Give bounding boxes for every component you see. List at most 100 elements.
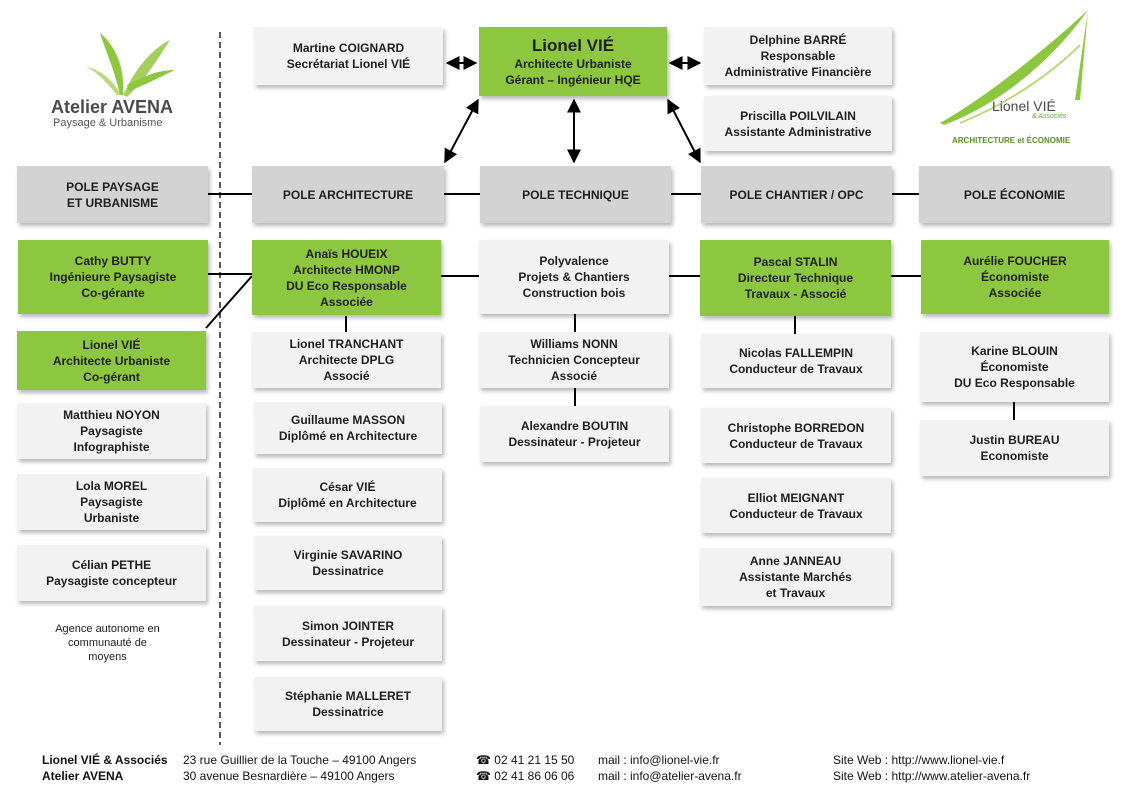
arrow-chantier: [667, 98, 701, 164]
card-name: Lola MOREL: [75, 479, 148, 493]
card-role: Paysagiste: [80, 495, 143, 509]
company-email[interactable]: mail : info@atelier-avena.fr: [598, 769, 742, 783]
card-name: Williams NONN: [530, 337, 618, 351]
card-name: Pascal STALIN: [753, 255, 838, 269]
card-name: Nicolas FALLEMPIN: [738, 346, 854, 360]
card-name: Elliot MEIGNANT: [747, 490, 845, 505]
card-role: Associée: [320, 294, 373, 309]
card-name: Guillaume MASSON: [290, 413, 406, 427]
company-address: 23 rue Guillier de la Touche – 49100 Ang…: [183, 753, 417, 767]
masson-card: Guillaume MASSON Diplômé en Architecture: [254, 402, 442, 454]
savarino-card: Virginie SAVARINO Dessinatrice: [254, 536, 442, 590]
card-role: Co-gérant: [83, 369, 140, 384]
card-name: Célian PETHE: [71, 558, 152, 572]
boutin-card: Alexandre BOUTIN Dessinateur - Projeteur: [480, 406, 669, 462]
card-name: Simon JOINTER: [301, 618, 394, 633]
note-line: Agence autonome en: [55, 623, 160, 635]
card-name: Lionel TRANCHANT: [289, 337, 404, 351]
meignant-card: Elliot MEIGNANT Conducteur de Travaux: [701, 478, 891, 533]
card-role: Économiste: [980, 360, 1049, 374]
card-role: Travaux - Associé: [744, 287, 847, 301]
noyon-card: Matthieu NOYON Paysagiste Infographiste: [17, 403, 206, 459]
bureau-card: Justin BUREAU Economiste: [920, 420, 1109, 476]
card-name: Delphine BARRÉ: [749, 33, 847, 47]
card-name: Anaïs HOUEIX: [305, 246, 388, 261]
company-name: Lionel VIÉ & Associés: [42, 753, 168, 767]
card-role: DU Eco Responsable: [286, 278, 407, 293]
card-name: Priscilla POILVILAIN: [740, 108, 856, 123]
company-name: Atelier AVENA: [42, 769, 124, 783]
card-role: Responsable: [760, 49, 836, 63]
vie-paysage-card: Lionel VIÉ Architecte Urbaniste Co-géran…: [17, 331, 206, 390]
card-role: Architecte HMONP: [293, 262, 400, 277]
card-role: Architecte Urbaniste: [52, 353, 171, 368]
pole-paysage: POLE PAYSAGE ET URBANISME: [17, 166, 208, 223]
barre-card: Delphine BARRÉ Responsable Administrativ…: [704, 27, 892, 85]
nonn-card: Williams NONN Technicien Concepteur Asso…: [479, 332, 669, 388]
company-email[interactable]: mail : info@lionel-vie.fr: [598, 753, 720, 767]
company-phone[interactable]: ☎ 02 41 86 06 06: [476, 769, 575, 783]
card-name: Justin BUREAU: [969, 433, 1060, 447]
poilvilain-card: Priscilla POILVILAIN Assistante Administ…: [704, 96, 892, 151]
company-address: 30 avenue Besnardière – 49100 Angers: [183, 769, 395, 783]
borredon-card: Christophe BORREDON Conducteur de Travau…: [701, 408, 891, 463]
card-role: Paysagiste concepteur: [46, 574, 177, 588]
card-role: Economiste: [980, 449, 1049, 463]
lionel-vie-logo: Lionel VIÉ & Associés ARCHITECTURE et ÉC…: [930, 5, 1110, 150]
wheat-leaf-icon: [85, 33, 175, 97]
company-phone[interactable]: ☎ 02 41 21 15 50: [476, 753, 575, 767]
card-role: Dessinatrice: [312, 705, 384, 719]
tranchant-card: Lionel TRANCHANT Architecte DPLG Associé: [252, 332, 441, 388]
card-role: Urbaniste: [83, 511, 140, 525]
card-role: Conducteur de Travaux: [729, 506, 863, 521]
blouin-card: Karine BLOUIN Économiste DU Eco Responsa…: [920, 332, 1109, 402]
pole-label: ET URBANISME: [66, 195, 159, 210]
card-role: Gérant – Ingénieur HQE: [505, 72, 641, 87]
card-role: Diplômé en Architecture: [278, 496, 417, 510]
atelier-avena-logo: Atelier AVENA Paysage & Urbanisme: [45, 25, 195, 129]
malleret-card: Stéphanie MALLERET Dessinatrice: [254, 677, 442, 731]
card-role: Assistante Administrative: [724, 124, 872, 139]
card-role: Directeur Technique: [737, 271, 854, 285]
card-role: Conducteur de Travaux: [729, 436, 863, 451]
card-role: Technicien Concepteur: [508, 353, 640, 367]
vie-logo-associes: & Associés: [1032, 113, 1067, 120]
company-website[interactable]: Site Web : http://www.atelier-avena.fr: [833, 769, 1031, 783]
card-role: Associé: [323, 369, 370, 383]
card-role: Architecte DPLG: [298, 353, 395, 367]
company-website[interactable]: Site Web : http://www.lionel-vie.f: [833, 753, 1005, 767]
card-name: Lionel VIÉ: [82, 337, 141, 352]
polyvalence-card: Polyvalence Projets & Chantiers Construc…: [479, 240, 669, 314]
card-name: Anne JANNEAU: [749, 554, 842, 568]
swoosh-icon: [940, 10, 1088, 125]
pole-economie: POLE ÉCONOMIE: [919, 166, 1110, 223]
card-role: Diplômé en Architecture: [278, 429, 418, 443]
card-role: Conducteur de Travaux: [729, 362, 863, 376]
card-name: Matthieu NOYON: [63, 408, 160, 422]
note-line: moyens: [88, 651, 127, 663]
jointer-card: Simon JOINTER Dessinateur - Projeteur: [254, 606, 442, 661]
card-name: César VIÉ: [319, 480, 376, 494]
card-name: Stéphanie MALLERET: [284, 689, 411, 703]
coignard-card: Martine COIGNARD Secrétariat Lionel VIÉ: [254, 27, 443, 85]
pole-architecture: POLE ARCHITECTURE: [252, 166, 444, 223]
autonomous-agency-note: Agence autonome en communauté de moyens: [20, 622, 195, 664]
pole-label: POLE PAYSAGE: [66, 179, 159, 194]
card-role: DU Eco Responsable: [954, 376, 1075, 390]
card-role: Ingénieure Paysagiste: [49, 270, 177, 284]
cesar-card: César VIÉ Diplômé en Architecture: [253, 468, 442, 522]
card-name: Christophe BORREDON: [727, 420, 865, 435]
card-name: Polyvalence: [539, 254, 609, 268]
pole-label: POLE ARCHITECTURE: [282, 187, 414, 202]
card-role: Infographiste: [73, 440, 150, 454]
butty-card: Cathy BUTTY Ingénieure Paysagiste Co-gér…: [18, 240, 208, 314]
pole-technique: POLE TECHNIQUE: [480, 166, 671, 223]
card-role: Secrétariat Lionel VIÉ: [286, 57, 411, 71]
janneau-card: Anne JANNEAU Assistante Marchés et Trava…: [700, 548, 891, 606]
arrow-architecture: [444, 98, 479, 164]
card-role: et Travaux: [765, 586, 826, 600]
pethe-card: Célian PETHE Paysagiste concepteur: [17, 545, 206, 601]
card-role: Assistante Marchés: [739, 570, 852, 584]
card-name: Martine COIGNARD: [292, 41, 405, 55]
